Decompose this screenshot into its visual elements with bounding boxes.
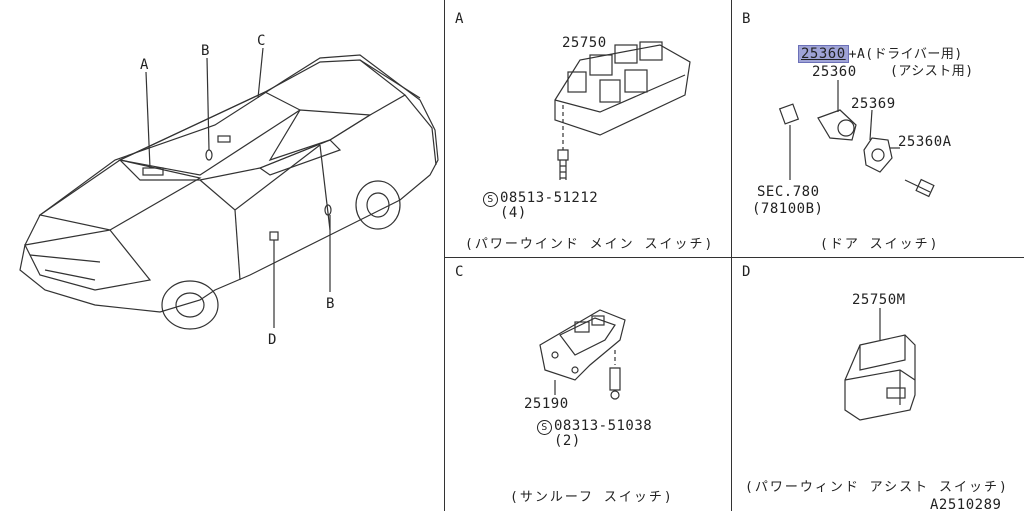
panel-a-screw-qty: (4) — [500, 205, 527, 221]
panel-d-letter: D — [742, 264, 751, 280]
panel-c-letter: C — [455, 264, 464, 280]
screw-symbol-c: S — [537, 420, 552, 435]
callout-a: A — [140, 57, 149, 73]
panel-c-caption: (サンルーフ スイッチ) — [510, 490, 674, 505]
panel-a-part-main: 25750 — [562, 35, 607, 51]
diagram-code: A2510289 — [930, 497, 1002, 513]
callout-d: D — [268, 332, 277, 348]
panel-c-screw-qty: (2) — [554, 433, 581, 449]
panel-a-caption: (パワーウインド メイン スイッチ) — [465, 237, 715, 252]
panel-d-caption: (パワーウィンド アシスト スイッチ) — [745, 480, 1009, 495]
screw-symbol: S — [483, 192, 498, 207]
divider-vertical-left — [444, 0, 445, 511]
panel-b-part-row: 25360+A(ドライバー用) — [798, 45, 963, 63]
divider-vertical-right — [731, 0, 732, 511]
callout-b-bottom: B — [326, 296, 335, 312]
panel-a-screw-part: 08513-51212 — [500, 190, 599, 206]
panel-b-letter: B — [742, 11, 751, 27]
divider-horizontal — [444, 257, 1024, 258]
callout-b-top: B — [201, 43, 210, 59]
panel-c-part-main: 25190 — [524, 396, 569, 412]
panel-b-part-highlight[interactable]: 25360 — [798, 45, 849, 63]
panel-b-part-3: 25360A — [898, 134, 952, 150]
panel-b-part-line2: 25360 — [812, 64, 857, 80]
panel-b-part-line2-note: (アシスト用) — [890, 64, 974, 79]
callout-c: C — [257, 33, 266, 49]
panel-d-part-main: 25750M — [852, 292, 906, 308]
panel-b-sec-ref-sub: (78100B) — [752, 201, 824, 217]
panel-b-part-2: 25369 — [851, 96, 896, 112]
panel-b-part-suffix: +A(ドライバー用) — [848, 47, 963, 62]
panel-a-letter: A — [455, 11, 464, 27]
car-illustration — [19, 47, 439, 330]
panel-c-screw-part: 08313-51038 — [554, 418, 653, 434]
panel-b-sec-ref: SEC.780 — [757, 184, 820, 200]
panel-b-caption: (ドア スイッチ) — [820, 237, 940, 252]
